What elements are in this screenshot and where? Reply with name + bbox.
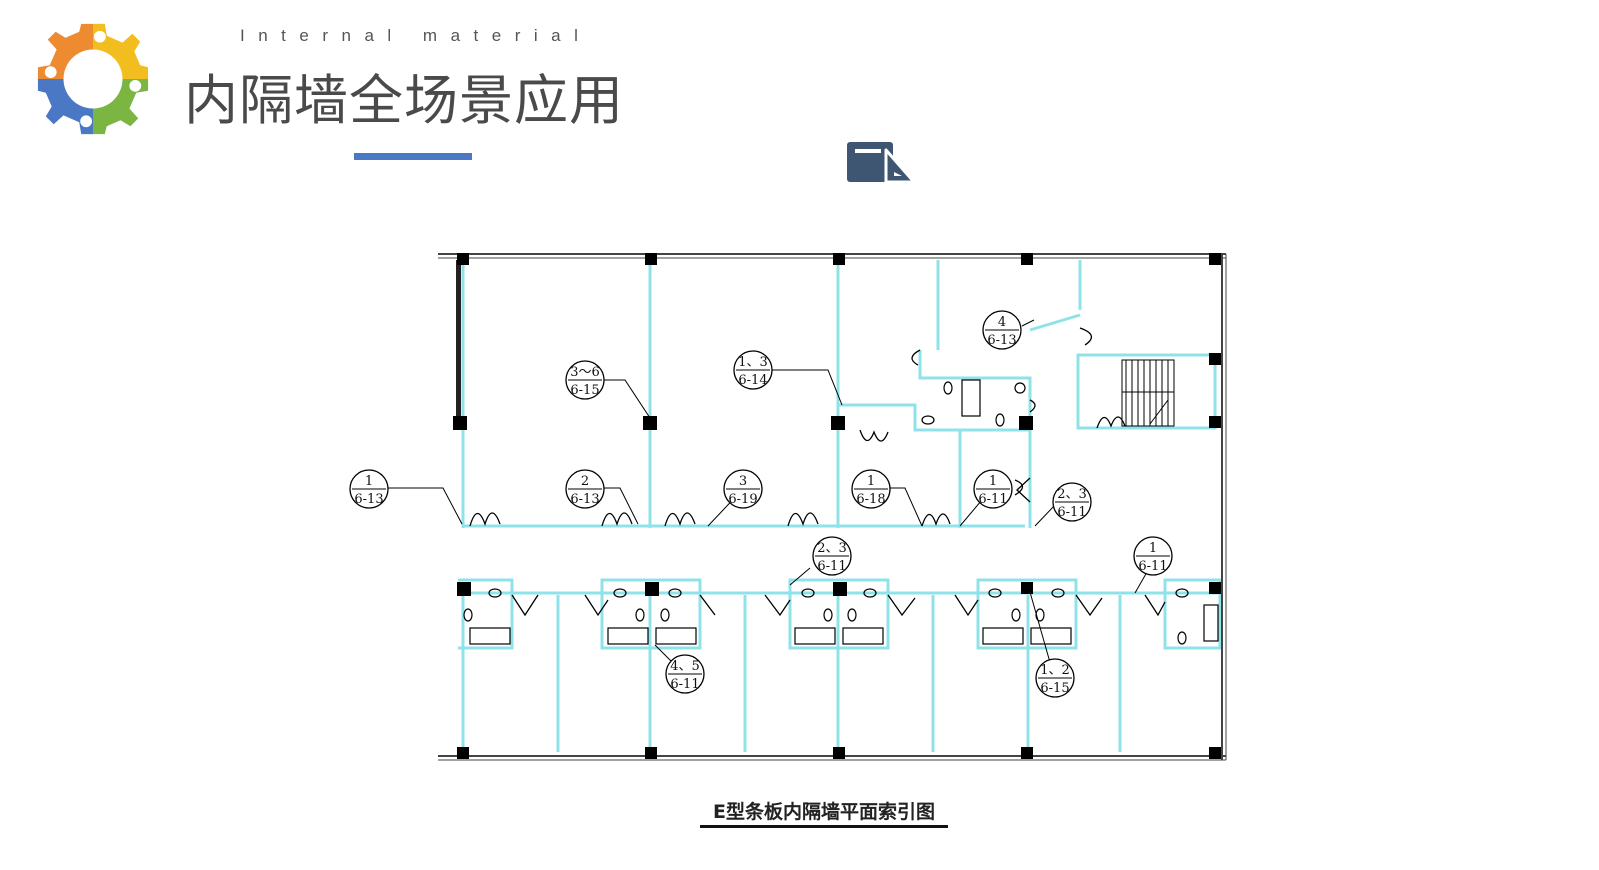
callout-sheet-number: 6-18 [856, 492, 885, 507]
structural-columns [453, 253, 1221, 759]
page-subtitle: Internal material [240, 26, 592, 45]
callout-detail-number: 4 [998, 315, 1006, 330]
stair [1121, 359, 1175, 427]
callout-detail-number: 1、2 [1040, 663, 1070, 678]
door-swings [469, 327, 1166, 617]
callout-sheet-number: 6-13 [570, 492, 599, 507]
index-callout: 4 6-13 [982, 310, 1022, 350]
exterior-walls [438, 253, 1227, 761]
index-callout: 1、2 6-15 [1035, 658, 1075, 698]
puzzle-gear-icon [37, 23, 149, 135]
index-callout: 2、3 6-11 [812, 536, 852, 576]
callout-detail-number: 1 [867, 474, 875, 489]
floor-plan: 16-1326-133～66-151、36-1436-1946-1316-181… [349, 253, 1227, 761]
index-callout: 1 6-11 [1133, 536, 1173, 576]
callout-sheet-number: 6-11 [1138, 559, 1167, 574]
callout-sheet-number: 6-11 [1057, 505, 1086, 520]
callout-detail-number: 2、3 [817, 541, 847, 556]
callout-sheet-number: 6-13 [987, 333, 1016, 348]
plan-caption: E型条板内隔墙平面索引图 [713, 801, 935, 823]
callout-detail-number: 1 [989, 474, 997, 489]
title-underline [354, 153, 472, 160]
index-callout: 1 6-13 [349, 469, 389, 509]
callout-detail-number: 2、3 [1057, 487, 1087, 502]
callout-detail-number: 4、5 [670, 659, 700, 674]
index-callout: 1 6-11 [973, 469, 1013, 509]
callout-sheet-number: 6-11 [817, 559, 846, 574]
index-callout: 3 6-19 [723, 469, 763, 509]
callout-detail-number: 1、3 [738, 355, 768, 370]
index-callout: 2 6-13 [565, 469, 605, 509]
callout-detail-number: 3 [739, 474, 747, 489]
callout-detail-number: 2 [581, 474, 589, 489]
caption-underline [700, 825, 948, 828]
bathroom-fixtures [463, 379, 1219, 645]
index-callout: 3～6 6-15 [565, 360, 605, 400]
callout-sheet-number: 6-19 [728, 492, 757, 507]
index-callout: 1 6-18 [851, 469, 891, 509]
callout-detail-number: 1 [1149, 541, 1157, 556]
callout-sheet-number: 6-11 [978, 492, 1007, 507]
callout-sheet-number: 6-13 [354, 492, 383, 507]
callout-sheet-number: 6-14 [738, 373, 767, 388]
index-callout: 4、5 6-11 [665, 654, 705, 694]
page-title: 内隔墙全场景应用 [184, 69, 624, 132]
callout-sheet-number: 6-15 [1040, 681, 1069, 696]
index-callout: 1、3 6-14 [733, 350, 773, 390]
callout-detail-number: 1 [365, 474, 373, 489]
callout-detail-number: 3～6 [570, 365, 600, 380]
callout-sheet-number: 6-11 [670, 677, 699, 692]
callout-sheet-number: 6-15 [570, 383, 599, 398]
index-callout: 2、3 6-11 [1052, 482, 1092, 522]
document-with-shape-icon [847, 142, 916, 184]
